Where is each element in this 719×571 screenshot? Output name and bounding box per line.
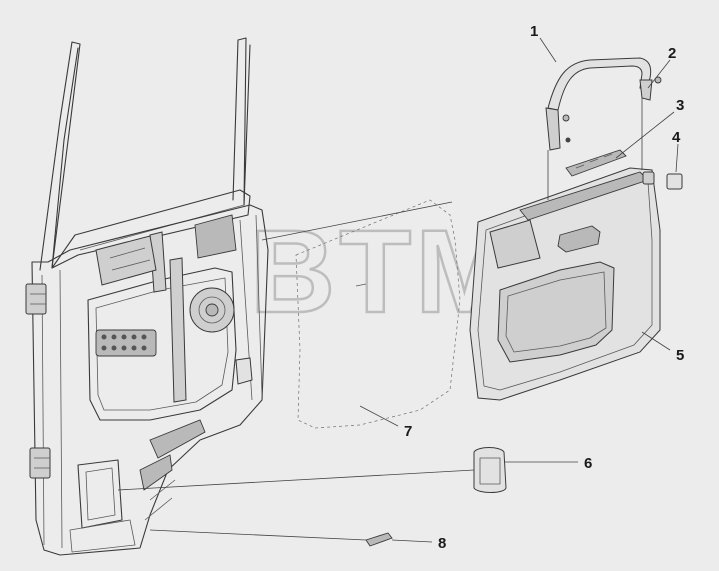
callout-2: 2 xyxy=(668,45,676,62)
part-5-trim-panel xyxy=(469,167,661,401)
part-3-switch-panel xyxy=(565,149,627,177)
callout-8: 8 xyxy=(438,535,446,552)
part-1-grab-handle xyxy=(545,57,653,151)
callout-labels: 1 2 3 4 5 6 7 8 xyxy=(404,23,684,552)
part-8-plug xyxy=(365,532,393,547)
callout-4: 4 xyxy=(672,129,681,146)
door-frame xyxy=(25,37,269,556)
part-7-water-shield xyxy=(295,199,461,429)
leader-lines xyxy=(117,37,679,543)
callout-7: 7 xyxy=(404,423,412,440)
lower-hinge xyxy=(29,447,51,479)
part-2-screws xyxy=(562,76,662,122)
part-4-clip xyxy=(642,171,683,190)
callout-5: 5 xyxy=(676,347,684,364)
callout-6: 6 xyxy=(584,455,592,472)
callout-1: 1 xyxy=(530,23,538,40)
part-6-cover xyxy=(473,447,507,493)
callout-3: 3 xyxy=(676,97,684,114)
mounting-holes xyxy=(95,329,157,357)
upper-hinge xyxy=(25,283,47,315)
